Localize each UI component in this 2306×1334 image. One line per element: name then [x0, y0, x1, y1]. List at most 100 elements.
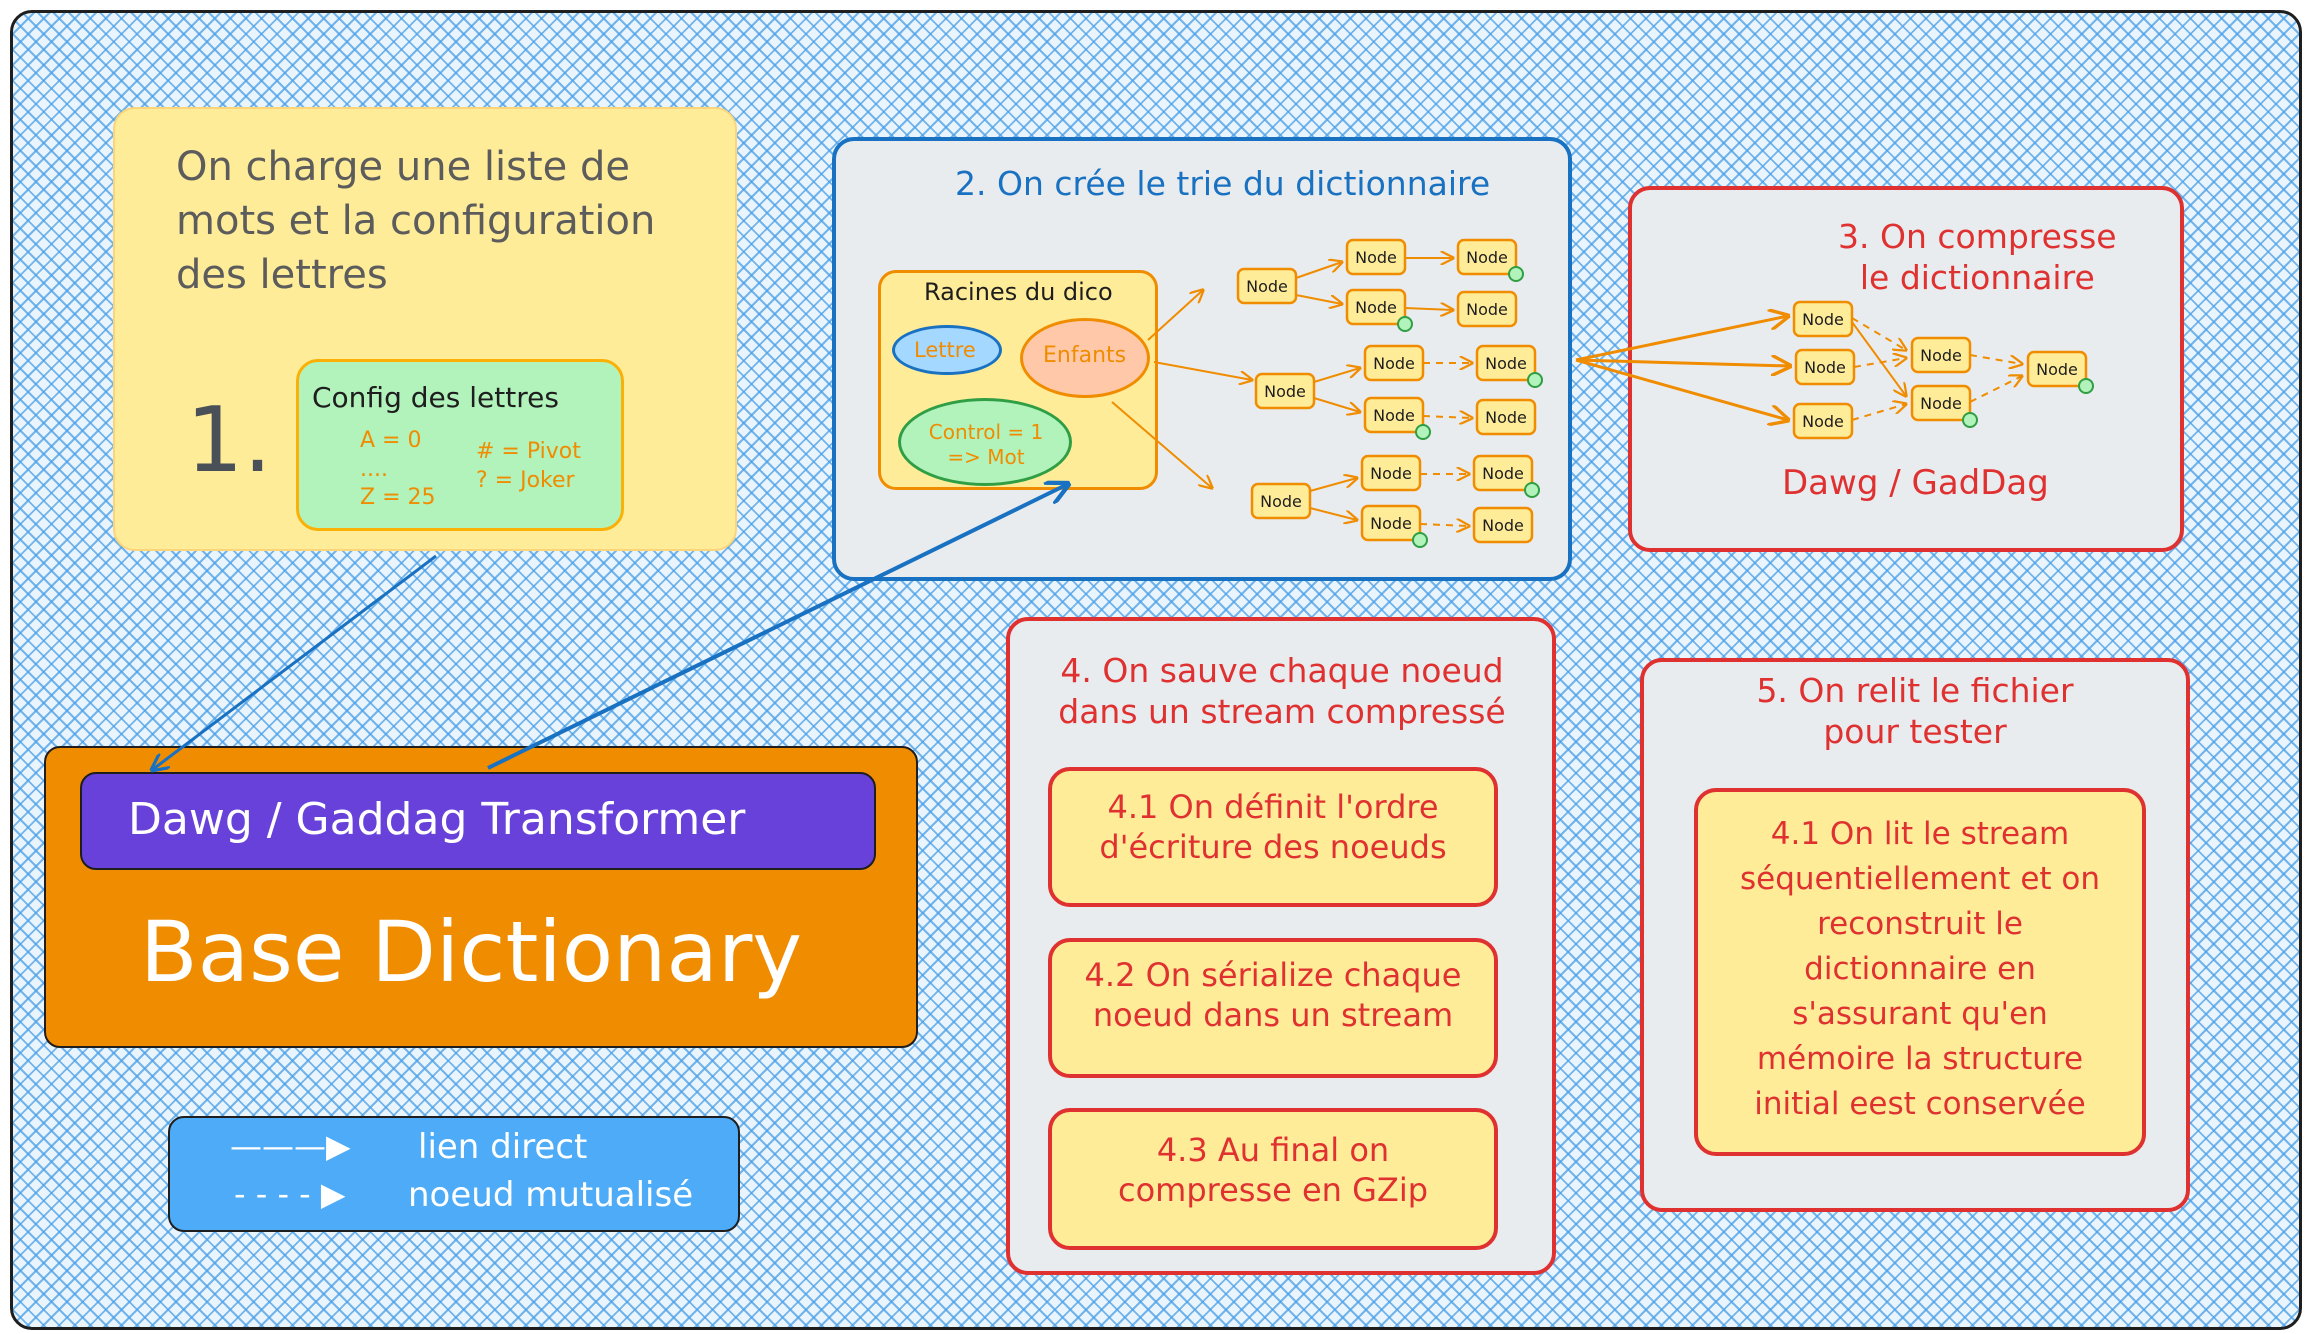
node-box — [1250, 482, 1312, 520]
direct-link — [1313, 397, 1360, 412]
shared-node-link — [1969, 354, 2022, 364]
end-of-word-marker — [1527, 372, 1543, 388]
direct-link — [1295, 294, 1342, 304]
step4-sub1-text: 4.1 On définit l'ordre d'écriture des no… — [1099, 788, 1447, 866]
step4-sub3-text: 4.3 Au final on compresse en GZip — [1117, 1131, 1429, 1209]
shared-node-link — [1419, 524, 1469, 526]
config-left: A = 0 .... Z = 25 — [360, 428, 436, 511]
legend-direct: lien direct — [418, 1127, 588, 1167]
shared-node-link — [1422, 416, 1472, 418]
end-of-word-marker — [1962, 412, 1978, 428]
node-label: Node — [1466, 248, 1508, 267]
node-box — [1472, 506, 1534, 544]
node-label: Node — [1260, 492, 1302, 511]
shared-node-link — [1851, 404, 1906, 421]
step3-title: 3. On compresse le dictionnaire — [1838, 217, 2117, 298]
shared-node-link — [1853, 358, 1906, 368]
node-label: Node — [1920, 346, 1962, 365]
node-box — [1456, 290, 1518, 328]
transformer-bar[interactable] — [80, 772, 876, 870]
step4-sub2[interactable] — [1048, 938, 1498, 1078]
node-label: Node — [1485, 354, 1527, 373]
shared-node-link — [1969, 376, 2022, 403]
children-label: Enfants — [1043, 343, 1127, 368]
node-box — [1254, 372, 1316, 410]
node-label: Node — [1370, 514, 1412, 533]
end-of-word-marker — [1415, 424, 1431, 440]
base-title: Base Dictionary — [140, 903, 803, 1001]
arrow-children-group2 — [1153, 361, 1252, 380]
step3-subtitle: Dawg / GadDag — [1782, 463, 2049, 503]
node-box — [1456, 238, 1518, 276]
step4-title: 4. On sauve chaque noeud dans un stream … — [1058, 651, 1506, 732]
node-box — [1236, 267, 1298, 305]
shared-node-link — [1851, 317, 1906, 350]
direct-link — [1295, 262, 1342, 279]
end-of-word-marker — [1397, 316, 1413, 332]
arrow-trie-to-dawg-1 — [1575, 316, 1788, 362]
direct-link — [1309, 478, 1357, 492]
node-label: Node — [1466, 300, 1508, 319]
arrow-base-to-step2 — [487, 484, 1068, 770]
step5-sub-text: 4.1 On lit le stream séquentiellement et… — [1739, 816, 2101, 1122]
transformer-label: Dawg / Gaddag Transformer — [128, 794, 746, 845]
node-label: Node — [1485, 408, 1527, 427]
node-box — [1792, 402, 1854, 440]
step2-title: 2. On crée le trie du dictionnaire — [955, 164, 1491, 203]
control-ellipse[interactable] — [898, 398, 1072, 486]
config-title: Config des lettres — [312, 381, 559, 414]
step4-sub2-text: 4.2 On sérialize chaque noeud dans un st… — [1084, 956, 1462, 1034]
end-of-word-marker — [1412, 532, 1428, 548]
node-label: Node — [1802, 310, 1844, 329]
node-label: Node — [1355, 248, 1397, 267]
node-label: Node — [1373, 354, 1415, 373]
node-label: Node — [1373, 406, 1415, 425]
node-box — [1475, 344, 1537, 382]
node-label: Node — [1804, 358, 1846, 377]
node-label: Node — [1482, 464, 1524, 483]
node-box — [2026, 350, 2088, 388]
step4-sub1[interactable] — [1048, 767, 1498, 907]
node-box — [1360, 504, 1422, 542]
node-box — [1910, 384, 1972, 422]
direct-link — [1313, 368, 1360, 383]
node-label: Node — [1370, 464, 1412, 483]
step5-title: 5. On relit le fichier pour tester — [1756, 671, 2074, 752]
node-box — [1345, 288, 1407, 326]
node-label: Node — [1355, 298, 1397, 317]
legend-arrow-dashed: - - - - ▶ — [234, 1175, 346, 1213]
node-label: Node — [2036, 360, 2078, 379]
letter-label: Lettre — [914, 338, 976, 362]
node-label: Node — [1920, 394, 1962, 413]
direct-link — [1851, 321, 1906, 396]
legend-box — [168, 1116, 740, 1232]
node-label: Node — [1246, 277, 1288, 296]
step1-text: On charge une liste de mots et la config… — [176, 144, 656, 298]
direct-link — [1404, 308, 1453, 310]
config-right: # = Pivot ? = Joker — [476, 439, 581, 493]
arrow-trie-to-dawg-2 — [1575, 360, 1790, 366]
end-of-word-marker — [1508, 266, 1524, 282]
step3-card[interactable] — [1628, 186, 2184, 552]
children-ellipse[interactable] — [1020, 318, 1150, 398]
node-box — [1475, 398, 1537, 436]
step5-sub[interactable] — [1694, 788, 2146, 1156]
control-label: Control = 1 => Mot — [928, 420, 1044, 469]
roots-title: Racines du dico — [924, 278, 1113, 306]
arrow-children-group1 — [1147, 290, 1203, 341]
node-label: Node — [1264, 382, 1306, 401]
direct-link — [1309, 507, 1357, 520]
letter-ellipse[interactable] — [892, 325, 1002, 375]
arrow-step1-to-base — [152, 554, 437, 770]
config-box[interactable] — [296, 359, 624, 531]
step4-sub3[interactable] — [1048, 1108, 1498, 1250]
legend-arrow-solid: ———▶ — [230, 1127, 351, 1165]
node-box — [1363, 396, 1425, 434]
node-box — [1472, 454, 1534, 492]
node-label: Node — [1482, 516, 1524, 535]
node-label: Node — [1802, 412, 1844, 431]
legend-shared: noeud mutualisé — [408, 1175, 694, 1215]
